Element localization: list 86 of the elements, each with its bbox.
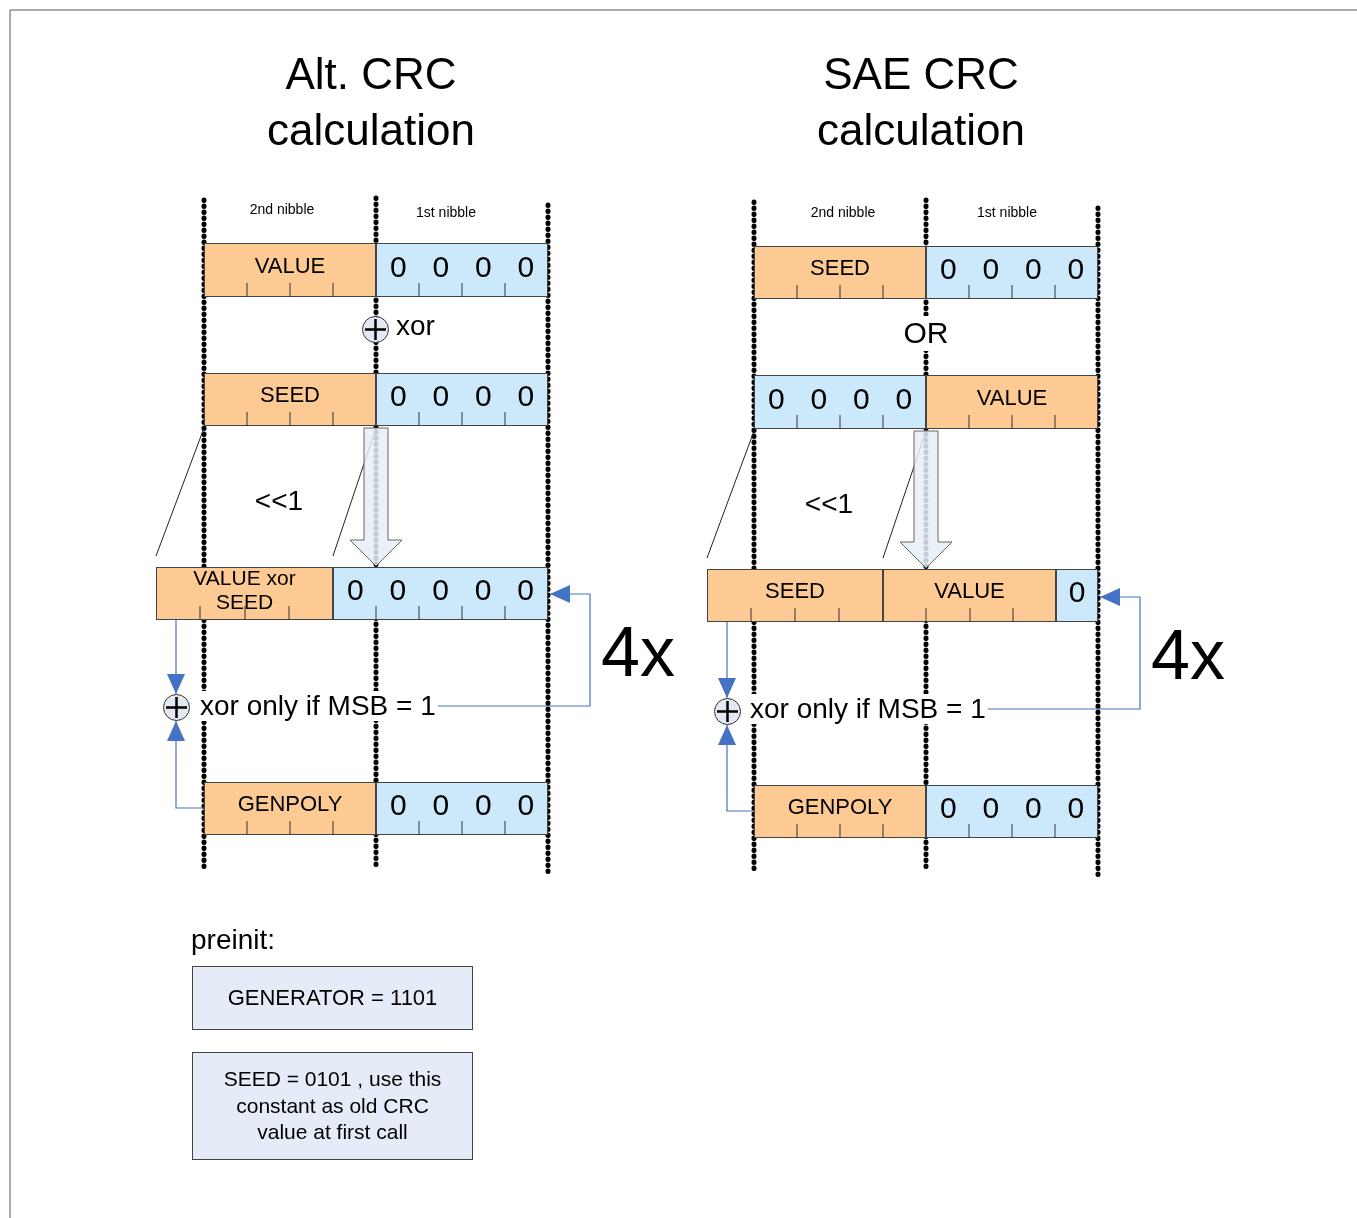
bit-value: 0 [432, 573, 449, 606]
bit-value: 0 [1024, 252, 1042, 285]
register-label: 0 [1068, 575, 1086, 608]
panel-title: Alt. CRC calculation [266, 48, 476, 157]
register-field [883, 569, 1056, 622]
bit-value: 0 [389, 249, 407, 283]
shift-label: <<1 [254, 485, 304, 518]
repeat-count: 4x [1151, 615, 1225, 696]
connector-arrow [167, 720, 205, 809]
panel-title: SAE CRC calculation [816, 48, 1026, 157]
connector-arrow [718, 724, 755, 812]
register-field [204, 373, 376, 426]
register-label: VALUE [976, 385, 1048, 411]
register-field [926, 785, 1098, 838]
connector-arrow [167, 619, 185, 695]
register-label: SEED [765, 579, 825, 604]
xor-symbol [714, 698, 741, 725]
note-box [192, 966, 473, 1030]
bit-value: 0 [432, 788, 450, 821]
bit-value: 0 [474, 573, 492, 606]
bit-value: 0 [517, 249, 535, 283]
register-field [754, 246, 926, 299]
register-field [926, 375, 1098, 429]
bit-value: 0 [517, 788, 535, 821]
operator-label: OR [903, 316, 949, 351]
bit-value: 0 [939, 252, 957, 285]
bit-value: 0 [389, 379, 407, 412]
connector-arrow [437, 585, 591, 707]
register-label: VALUE [934, 579, 1005, 604]
note-box [192, 1052, 473, 1160]
note-text: GENERATOR = 1101 [227, 983, 438, 1012]
condition-text: xor only if MSB = 1 [750, 693, 986, 725]
bit-value: 0 [389, 788, 407, 821]
register-label: GENPOLY [787, 795, 893, 820]
column-header: 2nd nibble [249, 201, 315, 218]
register-field [204, 243, 376, 297]
register-field [754, 375, 926, 429]
bit-value: 0 [517, 379, 535, 412]
register-field [204, 782, 376, 835]
register-field [333, 567, 548, 620]
bit-value: 0 [474, 249, 492, 283]
register-label: GENPOLY [237, 792, 343, 817]
bit-value: 0 [474, 379, 492, 412]
bit-value: 0 [389, 573, 407, 606]
bit-value: 0 [939, 791, 957, 824]
bit-value: 0 [432, 249, 450, 283]
register-label: SEED [810, 256, 870, 281]
block-arrow [349, 427, 403, 567]
register-field [376, 373, 548, 426]
repeat-count: 4x [601, 612, 675, 693]
register-field [754, 785, 926, 838]
register-field [1056, 569, 1098, 622]
column-header: 2nd nibble [810, 204, 876, 221]
bit-value: 0 [895, 381, 913, 415]
bit-value: 0 [767, 381, 785, 415]
connector-arrow [987, 588, 1141, 710]
column-header: 1st nibble [977, 204, 1037, 221]
note-text: SEED = 0101 , use this constant as old CRC value at first call [222, 1065, 443, 1146]
register-field [376, 243, 548, 297]
bit-value: 0 [1067, 252, 1085, 285]
shift-label: <<1 [804, 488, 854, 521]
bit-value: 0 [982, 791, 1000, 824]
bit-value: 0 [1067, 791, 1085, 824]
condition-text: xor only if MSB = 1 [200, 690, 436, 722]
register-field [707, 569, 883, 622]
register-field [376, 782, 548, 835]
xor-symbol [163, 694, 190, 721]
operator-label: xor [396, 310, 435, 343]
bit-value: 0 [982, 252, 1000, 285]
bit-value: 0 [852, 381, 870, 415]
block-arrow [899, 430, 953, 569]
bit-value: 0 [1024, 791, 1042, 824]
bit-value: 0 [474, 788, 492, 821]
section-heading: preinit: [191, 924, 276, 957]
register-field [156, 567, 333, 620]
bit-value: 0 [517, 573, 534, 606]
bit-value: 0 [432, 379, 450, 412]
column-header: 1st nibble [416, 204, 476, 221]
register-field [926, 246, 1098, 299]
bit-value: 0 [810, 381, 828, 415]
connector-arrow [718, 621, 736, 699]
xor-symbol [362, 316, 389, 343]
register-label: SEED [260, 383, 320, 408]
bit-value: 0 [346, 573, 364, 606]
register-label: VALUE [254, 253, 326, 279]
register-label: VALUE xor SEED [192, 566, 297, 613]
